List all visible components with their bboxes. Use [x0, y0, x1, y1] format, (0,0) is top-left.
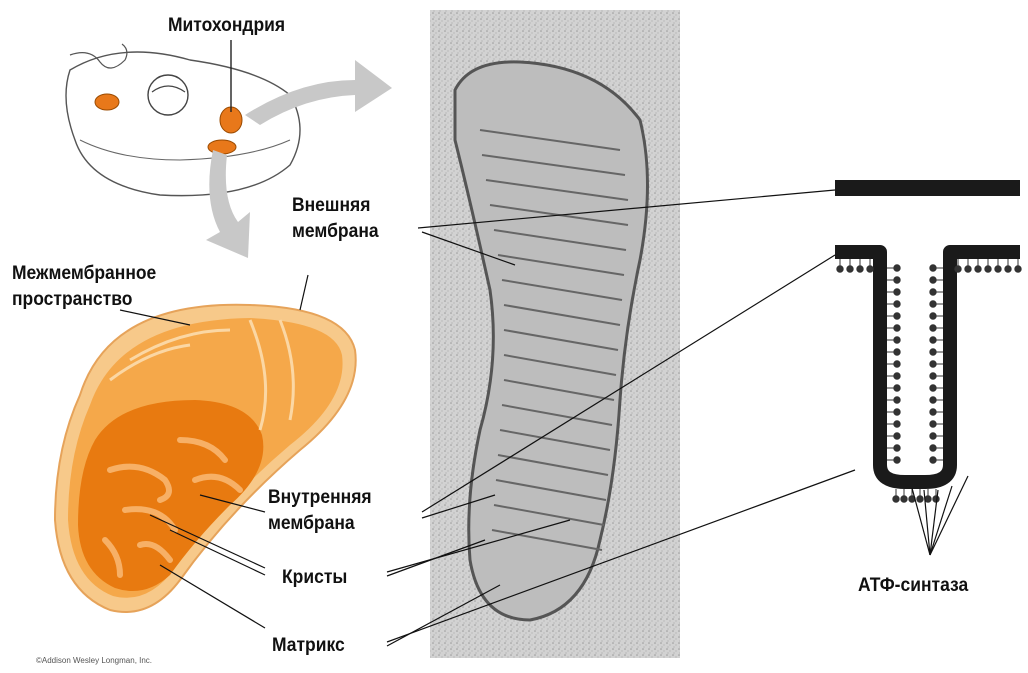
atp-synthase-particle	[894, 265, 900, 271]
atp-synthase-particle	[894, 421, 900, 427]
atp-synthase-particle	[930, 349, 936, 355]
label-matrix: Матрикс	[272, 634, 345, 657]
atp-synthase-particle	[847, 266, 853, 272]
atp-synthase-particle	[930, 445, 936, 451]
atp-synthase-particle	[930, 277, 936, 283]
atp-synthase-particle	[894, 433, 900, 439]
atp-synthase-particle	[930, 301, 936, 307]
atp-synthase-particle	[965, 266, 971, 272]
atp-synthase-particle	[930, 325, 936, 331]
atp-synthase-particle	[930, 361, 936, 367]
mitochondrion-small-1	[95, 94, 119, 110]
atp-synthase-particle	[894, 325, 900, 331]
label-outer-membrane-line1: Внешняя	[292, 194, 370, 217]
atp-synthase-particle	[894, 301, 900, 307]
electron-micrograph	[430, 10, 680, 658]
atp-synthase-particle	[995, 266, 1001, 272]
atp-synthase-particle	[894, 277, 900, 283]
atp-synthase-particle	[930, 433, 936, 439]
atp-synthase-particle	[930, 385, 936, 391]
atp-synthase-particle	[894, 445, 900, 451]
atp-synthase-particle	[930, 457, 936, 463]
atp-synthase-particle	[894, 337, 900, 343]
label-atp-synthase: АТФ-синтаза	[858, 574, 968, 597]
atp-synthase-particle	[1005, 266, 1011, 272]
atp-synthase-particle	[930, 373, 936, 379]
atp-synthase-particle	[930, 265, 936, 271]
label-outer-membrane-line2: мембрана	[292, 220, 379, 243]
atp-synthase-particle	[901, 496, 907, 502]
label-intermembrane-line1: Межмембранное	[12, 262, 156, 285]
atp-synthase-particle	[894, 313, 900, 319]
atp-synthase-particle	[930, 313, 936, 319]
label-cristae: Кристы	[282, 566, 347, 589]
atp-synthase-particle	[893, 496, 899, 502]
atp-synthase-particle	[930, 397, 936, 403]
atp-synthase-particle	[894, 409, 900, 415]
label-intermembrane-line2: пространство	[12, 288, 132, 311]
atp-synthase-particle	[930, 337, 936, 343]
atp-synthase-particle	[930, 421, 936, 427]
atp-synthase-particle	[894, 397, 900, 403]
atp-synthase-particle	[857, 266, 863, 272]
mitochondrion-small-3	[208, 140, 236, 154]
atp-synthase-particle	[894, 385, 900, 391]
atp-synthase-particle	[894, 373, 900, 379]
atp-synthase-particle	[1015, 266, 1021, 272]
atp-synthase-particle	[925, 496, 931, 502]
atp-synthase-particle	[894, 361, 900, 367]
atp-synthase-particle	[955, 266, 961, 272]
label-mitochondria: Митохондрия	[168, 14, 285, 37]
atp-synthase-particle	[930, 409, 936, 415]
atp-synthase-particle	[917, 496, 923, 502]
atp-synthase-particle	[894, 349, 900, 355]
crista-schematic	[835, 180, 1021, 502]
atp-synthase-particle	[837, 266, 843, 272]
label-inner-membrane-line2: мембрана	[268, 512, 355, 535]
atp-synthase-particle	[894, 289, 900, 295]
credit-text: ©Addison Wesley Longman, Inc.	[36, 656, 152, 665]
atp-synthase-particle	[930, 289, 936, 295]
atp-synthase-particle	[867, 266, 873, 272]
atp-synthase-particle	[894, 457, 900, 463]
atp-synthase-particle	[985, 266, 991, 272]
label-inner-membrane-line1: Внутренняя	[268, 486, 372, 509]
atp-synthase-particle	[975, 266, 981, 272]
atp-synthase-particle	[933, 496, 939, 502]
